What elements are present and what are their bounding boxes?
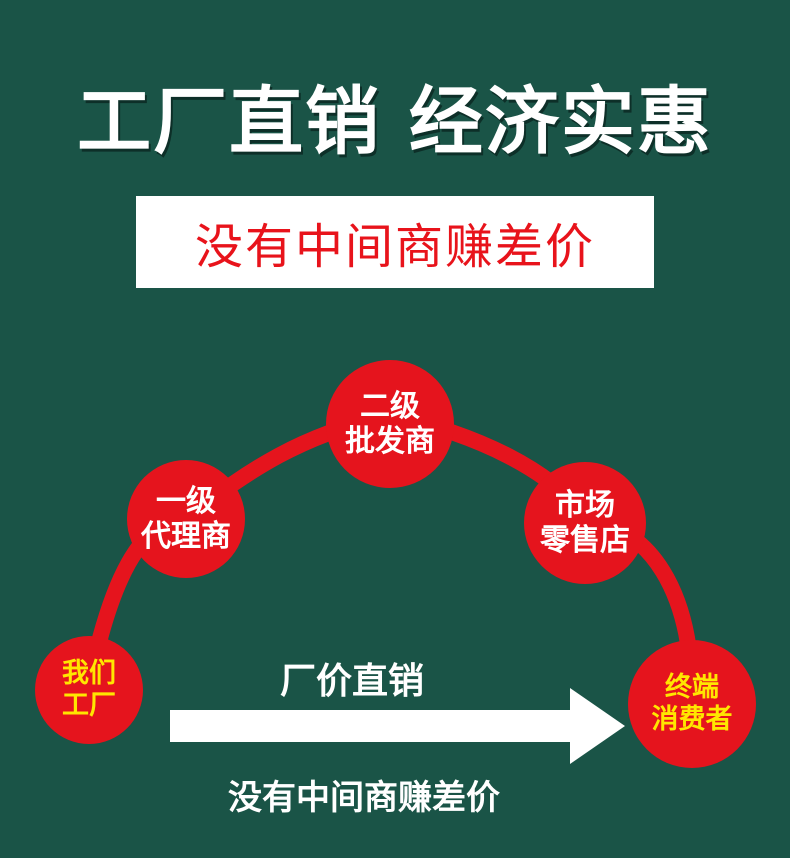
node-our-factory: 我们 工厂 <box>35 636 143 744</box>
page-headline: 工厂直销 经济实惠 <box>77 79 713 165</box>
direct-sale-arrow <box>170 688 625 764</box>
node-level1-agent: 一级 代理商 <box>127 460 245 578</box>
no-middleman-label: 没有中间商赚差价 <box>228 778 500 818</box>
node-market-retailer: 市场 零售店 <box>524 462 646 584</box>
slogan-text: 没有中间商赚差价 <box>194 219 595 275</box>
slogan-banner: 没有中间商赚差价 <box>136 196 654 288</box>
node-end-consumer: 终端 消费者 <box>628 640 756 768</box>
node-level2-wholesaler: 二级 批发商 <box>326 360 454 488</box>
direct-sale-label: 厂价直销 <box>280 661 425 702</box>
